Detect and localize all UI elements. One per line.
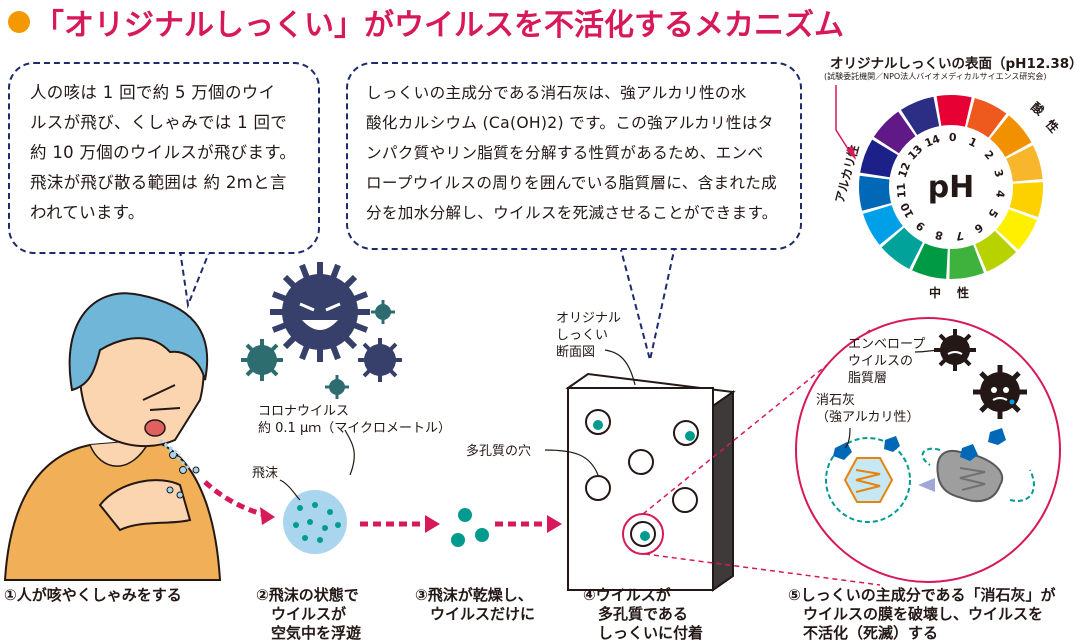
ph-number: 7 xyxy=(955,229,965,243)
step-2: ②飛沫の状態で ウイルスが 空気中を浮遊 xyxy=(256,586,361,643)
plaster-info-text: しっくいの主成分である消石灰は、強アルカリ性の水 酸化カルシウム (Ca(OH)… xyxy=(348,64,800,228)
text-line: 飛沫が飛び散る範囲は 約 2mと言 xyxy=(30,173,287,192)
step-4: ④ウイルスが 多孔質である しっくいに付着 xyxy=(583,586,703,643)
slaked-lime-line: （強アルカリ性） xyxy=(816,410,920,425)
coughing-person-illustration xyxy=(3,292,222,581)
text-line: ンパク質やリン脂質を分解する性質があるため、エンベ xyxy=(366,144,764,162)
ph-number: 0 xyxy=(949,131,957,144)
step-line: ④ウイルスが xyxy=(583,586,671,604)
droplet-label: 飛沫 xyxy=(252,466,279,481)
step-line: ①人が咳やくしゃみをする xyxy=(4,586,182,604)
ph-segment xyxy=(936,95,972,127)
step-line: ウイルスの膜を破壊し、ウイルスを xyxy=(788,605,1044,623)
acid-label: 酸 xyxy=(1028,99,1048,119)
orange-bullet-icon xyxy=(8,11,30,33)
ph-segment xyxy=(1006,145,1043,182)
section-label-line: しっくい xyxy=(556,328,609,343)
ph-segment xyxy=(1009,182,1043,217)
section-label-line: オリジナル xyxy=(556,311,622,326)
section-label: オリジナル しっくい 断面図 xyxy=(556,310,621,361)
neutral-label: 中 xyxy=(929,285,941,300)
step-line: ウイルスだけに xyxy=(415,605,536,623)
step-5: ⑤しっくいの主成分である「消石灰」が ウイルスの膜を破壊し、ウイルスを 不活化（… xyxy=(788,586,1056,643)
zoom-detail xyxy=(795,317,1061,583)
dried-viruses xyxy=(451,508,489,547)
plaster-cross-section xyxy=(565,372,736,592)
ph-segment xyxy=(859,175,892,211)
ph-segment xyxy=(912,243,948,279)
ph-segment xyxy=(863,205,903,245)
ph-segment xyxy=(900,96,940,136)
pores-label: 多孔質の穴 xyxy=(466,444,532,459)
left-bubble-tail xyxy=(179,249,211,309)
step-line: ⑤しっくいの主成分である「消石灰」が xyxy=(788,586,1056,604)
text-line: 約 10 万個のウイルスが飛びます。 xyxy=(30,143,297,162)
alkaline-label: アルカリ性 xyxy=(832,143,862,204)
ph-segment xyxy=(975,230,1017,272)
corona-size: 約 0.1 μｍ（マイクロメートル） xyxy=(258,421,451,436)
section-label-line: 断面図 xyxy=(556,345,596,360)
ph-number: 12 xyxy=(896,161,913,180)
ph-title: オリジナルしっくいの表面（pH12.38） xyxy=(830,56,1083,72)
text-line: 人の咳は 1 回で約 5 万個のウイ xyxy=(30,83,276,102)
plaster-info-bubble: しっくいの主成分である消石灰は、強アルカリ性の水 酸化カルシウム (Ca(OH)… xyxy=(346,62,802,250)
step-line: ③飛沫が乾燥し、 xyxy=(415,586,533,604)
corona-name: コロナウイルス xyxy=(258,404,350,419)
ph-center-label: pH xyxy=(928,170,975,205)
page-title: 「オリジナルしっくい」がウイルスを不活化するメカニズム xyxy=(34,8,844,43)
ph-segment xyxy=(967,98,1007,138)
ph-segment xyxy=(881,227,923,269)
step-line: しっくいに付着 xyxy=(583,624,704,642)
acid-label: 性 xyxy=(1042,116,1062,136)
ph-segment xyxy=(860,139,898,178)
ph-number: 8 xyxy=(934,228,945,242)
text-line: われています。 xyxy=(30,203,145,222)
envelope-label-line: ウイルスの xyxy=(848,354,914,369)
corona-virus-illustration xyxy=(241,262,402,399)
ph-segment xyxy=(990,115,1032,157)
cough-info-bubble: 人の咳は 1 回で約 5 万個のウイ ルスが飛び、くしゃみでは 1 回で 約 1… xyxy=(8,62,320,254)
droplet-circle xyxy=(283,490,347,554)
ph-number: 14 xyxy=(923,132,942,150)
step-line: ②飛沫の状態で xyxy=(256,586,359,604)
flow-arrows xyxy=(203,480,548,527)
ph-number: 4 xyxy=(993,189,1007,199)
ph-segment xyxy=(873,111,916,154)
slaked-lime-line: 消石灰 xyxy=(816,393,856,408)
step-line: 多孔質である xyxy=(583,605,688,623)
ph-segment xyxy=(996,209,1037,250)
step-line: 不活化（死滅）する xyxy=(788,624,939,642)
ph-wheel-center xyxy=(890,126,1012,248)
step-line: ウイルスが xyxy=(256,605,347,623)
step-3: ③飛沫が乾燥し、 ウイルスだけに xyxy=(415,586,535,624)
envelope-label-line: エンベロープ xyxy=(848,337,926,352)
step-line: 空気中を浮遊 xyxy=(256,624,362,642)
text-line: 酸化カルシウム (Ca(OH)2) です。この強アルカリ性はタ xyxy=(366,114,774,132)
neutral-label: 性 xyxy=(956,285,969,300)
text-line: しっくいの主成分である消石灰は、強アルカリ性の水 xyxy=(366,84,747,102)
ph-number: 3 xyxy=(991,168,1006,179)
cough-info-text: 人の咳は 1 回で約 5 万個のウイ ルスが飛び、くしゃみでは 1 回で 約 1… xyxy=(10,64,318,228)
text-line: 分を加水分解し、ウイルスを死滅させることができます。 xyxy=(366,204,778,222)
ph-segment xyxy=(949,244,984,279)
text-line: ルスが飛び、くしゃみでは 1 回で xyxy=(30,113,288,132)
ph-number: 11 xyxy=(895,182,909,198)
envelope-label-line: 脂質層 xyxy=(848,371,888,386)
ph-subtitle: (試験委託機関／NPO法人バイオメディカルサイエンス研究会) xyxy=(824,72,1047,81)
ph-number: 10 xyxy=(898,200,917,220)
title-row: 「オリジナルしっくい」がウイルスを不活化するメカニズム xyxy=(8,2,844,43)
slaked-lime-label: 消石灰 （強アルカリ性） xyxy=(816,392,919,426)
corona-label: コロナウイルス 約 0.1 μｍ（マイクロメートル） xyxy=(258,403,451,437)
droplet-viruses xyxy=(293,502,341,543)
text-line: ロープウイルスの周りを囲んでいる脂質層に、含まれた成 xyxy=(366,174,778,192)
center-bubble-tail xyxy=(619,245,676,361)
envelope-label: エンベロープ ウイルスの 脂質層 xyxy=(848,336,925,387)
step-1: ①人が咳やくしゃみをする xyxy=(4,586,182,605)
